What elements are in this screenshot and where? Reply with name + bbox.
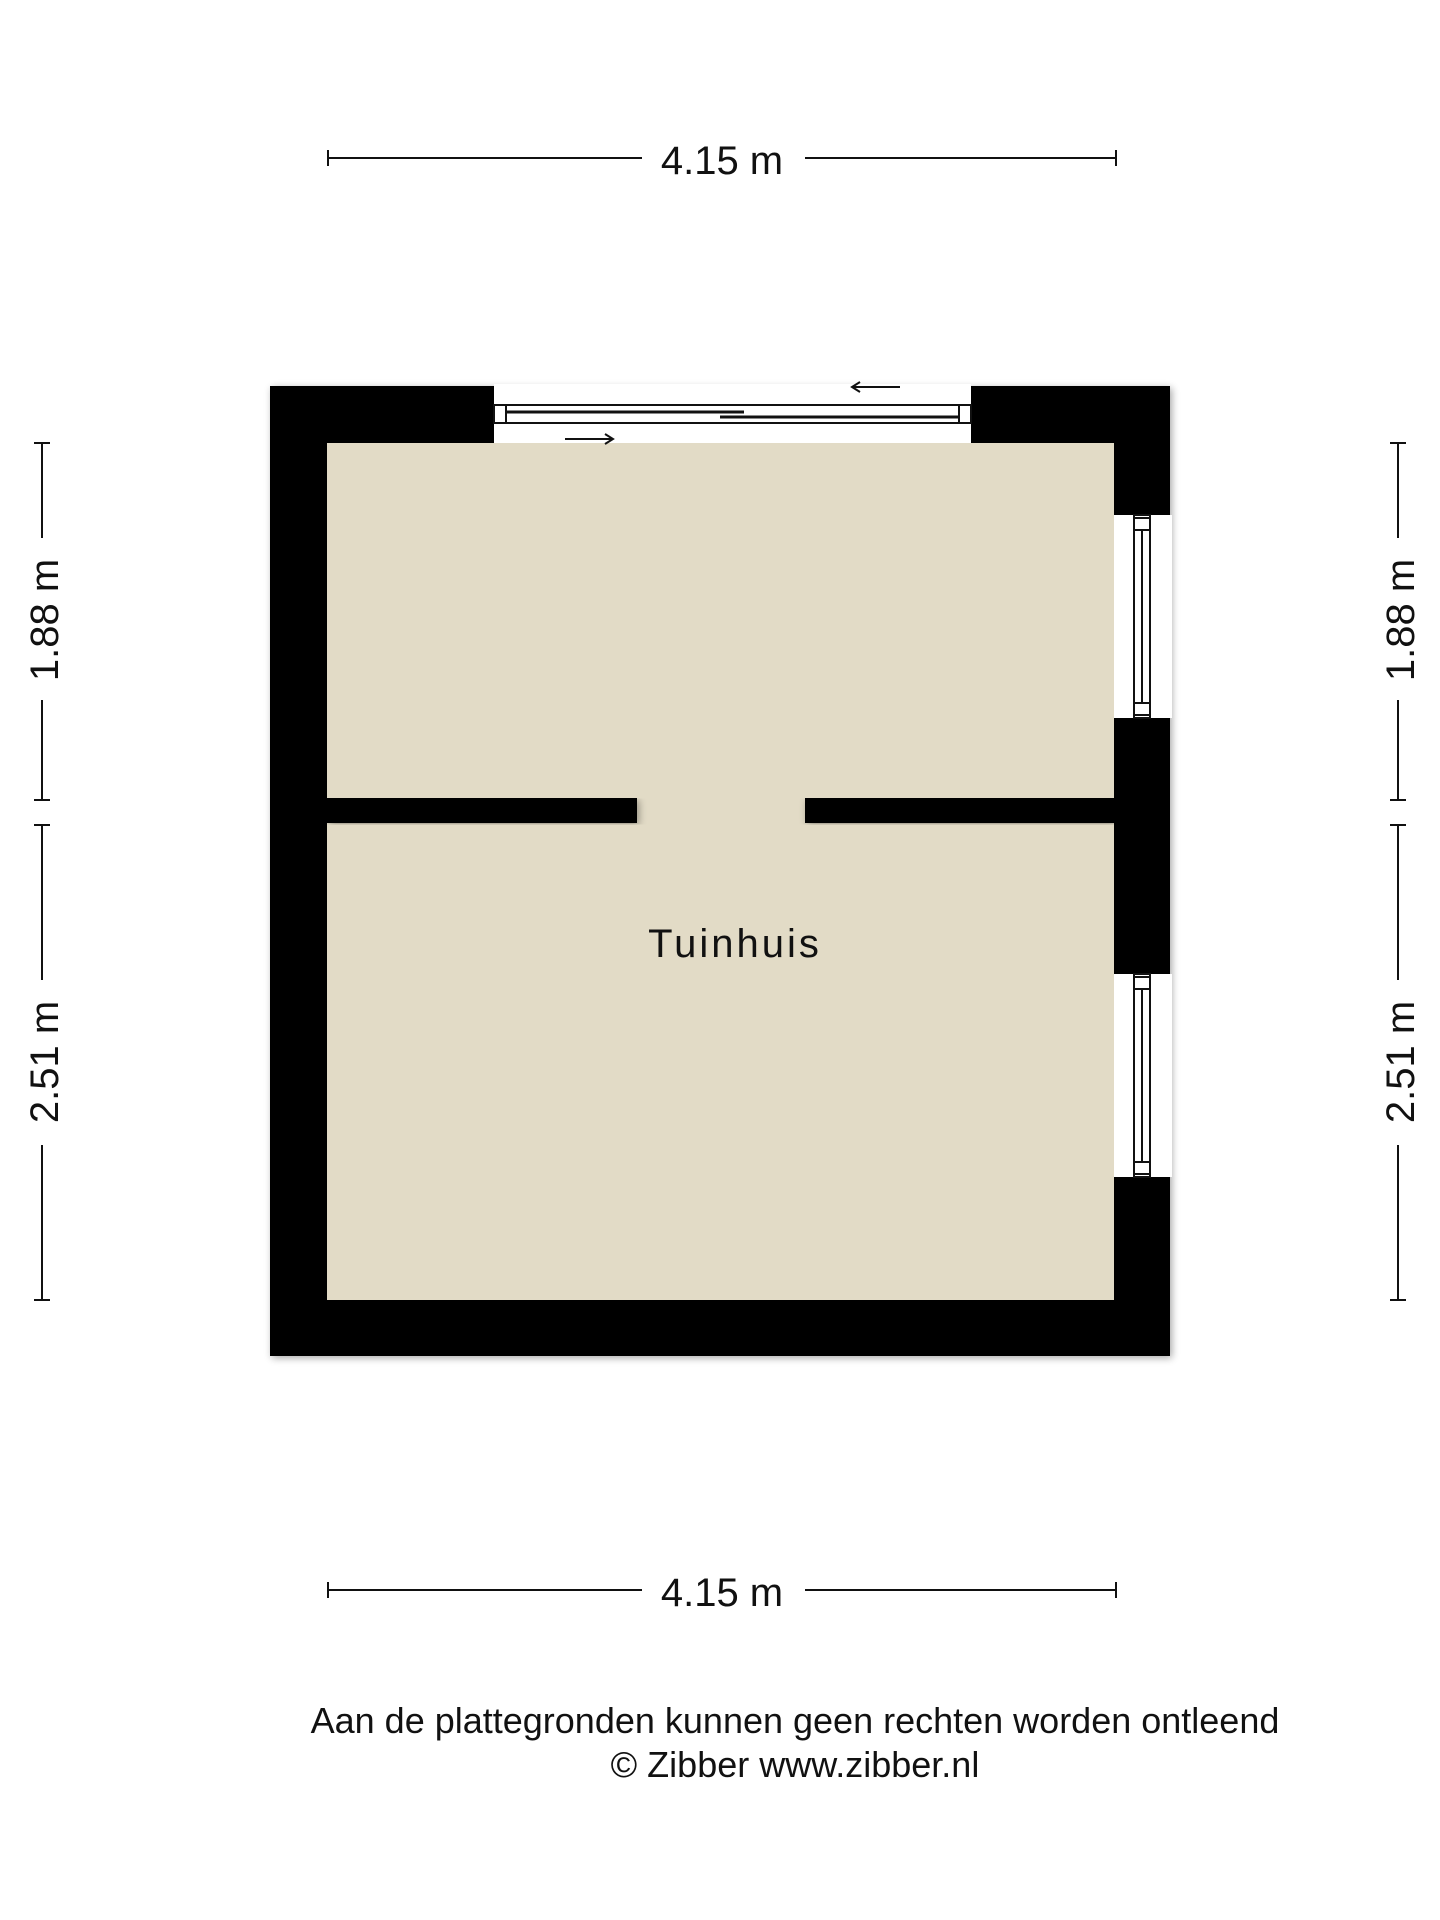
dimension-left-lower-label: 2.51 m — [23, 1001, 67, 1123]
arrow-left-icon — [850, 381, 900, 393]
sliding-door — [493, 381, 972, 445]
footer-disclaimer: Aan de plattegronden kunnen geen rechten… — [310, 1700, 1280, 1741]
dimension-left-upper-label: 1.88 m — [23, 559, 67, 681]
dimension-right-lower-label: 2.51 m — [1379, 1001, 1423, 1123]
partition-wall — [327, 798, 1114, 823]
dimension-right — [1390, 442, 1406, 1301]
dimension-left — [34, 442, 50, 1301]
partition-wall-right — [805, 798, 1114, 823]
building — [270, 386, 1170, 1356]
dimension-bottom — [327, 1582, 1117, 1598]
dimension-top — [327, 150, 1117, 166]
footer-copyright: © Zibber www.zibber.nl — [610, 1744, 980, 1785]
window-right-lower — [1114, 973, 1172, 1178]
room-floor — [327, 443, 1114, 1300]
room-label: Tuinhuis — [648, 922, 822, 966]
dimension-right-upper-label: 1.88 m — [1379, 559, 1423, 681]
arrow-right-icon — [565, 433, 615, 445]
window-right-upper — [1114, 514, 1172, 719]
dimension-top-label: 4.15 m — [661, 139, 783, 183]
partition-wall-left — [327, 798, 637, 823]
dimension-bottom-label: 4.15 m — [661, 1571, 783, 1615]
